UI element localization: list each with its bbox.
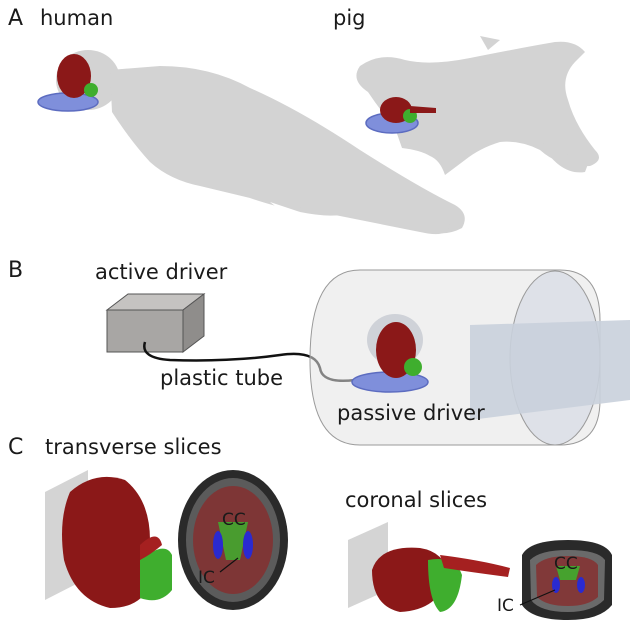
active-driver-label: active driver (95, 262, 227, 283)
active-driver-box (107, 294, 204, 352)
human-label: human (40, 8, 113, 29)
plastic-tube-label: plastic tube (160, 368, 283, 389)
ic-label-transverse: IC (198, 570, 215, 587)
panel-a-letter: A (8, 8, 23, 30)
transverse-mri-slice (178, 470, 288, 610)
coronal-slices-label: coronal slices (345, 490, 487, 511)
transverse-brain-model (45, 470, 172, 608)
coronal-mri-slice (520, 540, 612, 620)
ic-label-coronal: IC (497, 598, 514, 615)
passive-driver-label: passive driver (337, 403, 485, 424)
panel-c-letter: C (8, 437, 23, 459)
coronal-brain-model (348, 522, 510, 612)
cc-label-transverse: CC (222, 512, 246, 529)
cc-label-coronal: CC (554, 556, 578, 573)
panel-b-letter: B (8, 260, 23, 282)
pig-label: pig (333, 8, 366, 29)
transverse-slices-label: transverse slices (45, 437, 222, 458)
